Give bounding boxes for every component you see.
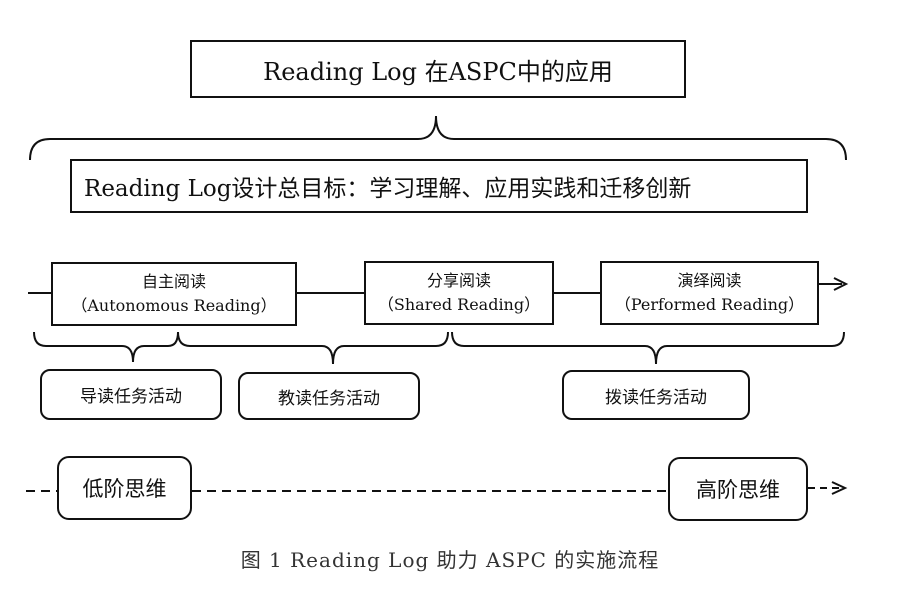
flow-arrowhead [833,277,849,291]
stage-shared-reading: 分享阅读 （Shared Reading） [364,261,554,325]
stage-english: （Performed Reading） [614,295,805,314]
goal-box: Reading Log设计总目标：学习理解、应用实践和迁移创新 [70,159,808,213]
stage-autonomous-reading: 自主阅读 （Autonomous Reading） [51,262,297,326]
goal-text: Reading Log设计总目标：学习理解、应用实践和迁移创新 [84,176,692,202]
brace-pluck [451,331,845,365]
stage-name: 分享阅读 [426,271,491,290]
level-label: 高阶思维 [696,478,780,502]
diagram-title: Reading Log 在ASPC中的应用 [263,57,613,86]
task-label: 导读任务活动 [80,387,182,407]
stage-name: 自主阅读 [141,272,206,291]
task-label: 拨读任务活动 [605,387,707,408]
task-pluck-reading: 拨读任务活动 [562,370,750,420]
low-order-thinking: 低阶思维 [57,456,192,520]
task-guide-reading: 导读任务活动 [40,369,222,420]
task-teach-reading: 教读任务活动 [238,372,420,420]
stage-name: 演绎阅读 [677,271,742,290]
stage-english: （Shared Reading） [377,295,541,314]
brace-guide [33,331,179,363]
top-brace [29,115,847,161]
level-label: 低阶思维 [82,477,167,501]
dash-arrowhead [831,481,848,495]
stage-english: （Autonomous Reading） [71,296,277,315]
high-order-thinking: 高阶思维 [668,457,808,521]
diagram-title-box: Reading Log 在ASPC中的应用 [190,40,686,98]
figure-caption: 图 1 Reading Log 助力 ASPC 的实施流程 [240,548,660,572]
task-label: 教读任务活动 [278,388,380,409]
stage-performed-reading: 演绎阅读 （Performed Reading） [600,261,819,325]
brace-teach [177,331,449,365]
